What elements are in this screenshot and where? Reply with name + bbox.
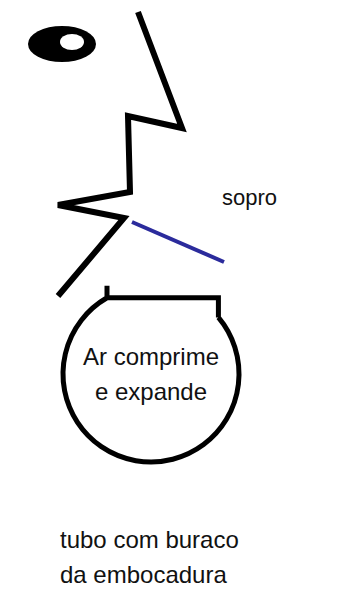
tube-caption: tubo com buraco da embocadura [60,522,252,592]
tube-cross-section: Ar comprime e expande [60,283,242,465]
air-jet [132,222,224,262]
tube-wall [63,286,239,462]
face-profile [58,12,182,296]
eye [28,26,96,62]
eye-pupil-highlight [60,34,84,50]
tube-outline [60,283,242,465]
node-text: Ar comprime e expande [81,339,221,409]
blow-label: sopro [222,180,322,215]
